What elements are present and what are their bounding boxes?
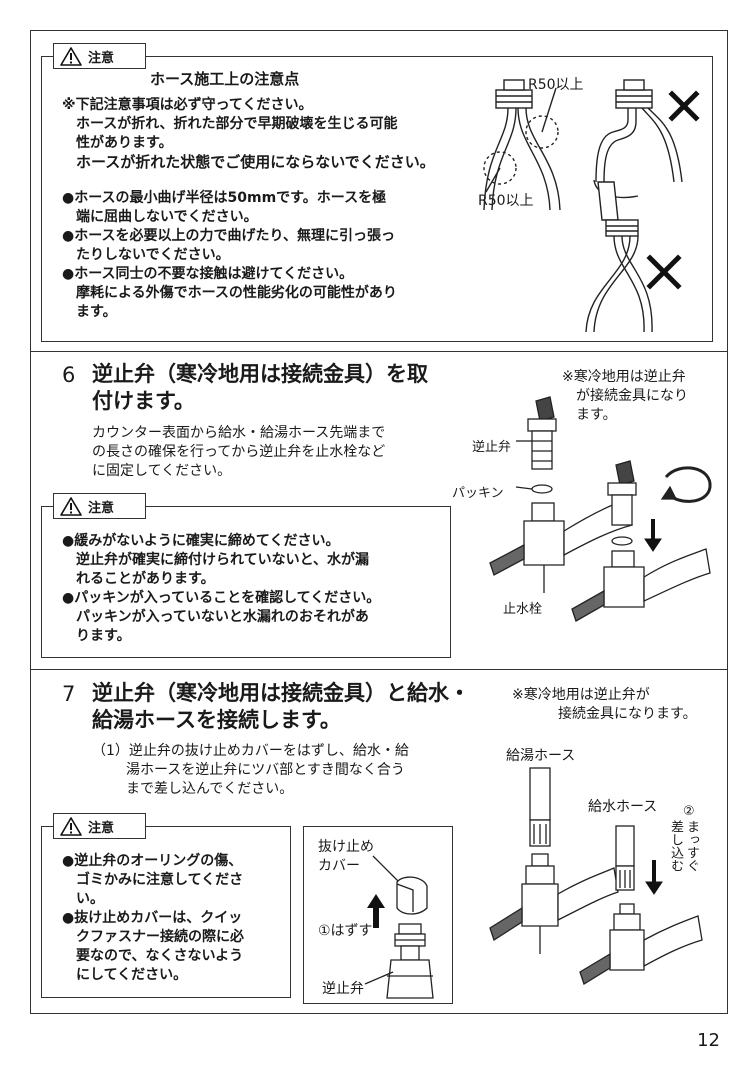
hose-note-emphasis: ホースが折れた状態でご使用にならないでください。 (76, 153, 435, 171)
hose-note-line: ※下記注意事項は必ず守ってください。 (62, 97, 313, 113)
step7-title: 給湯ホースを接続します。 (92, 708, 341, 732)
step7-caution-line: 要なので、なくさないよう (76, 948, 244, 964)
step7-number: 7 (62, 682, 76, 706)
step6-title: 逆止弁（寒冷地用は接続金具）を取 (92, 362, 428, 386)
step6-caution-box (41, 506, 451, 658)
hose-note-line: ホースが折れ、折れた部分で早期破壊を生じる可能 (76, 116, 398, 132)
hose-note-line: 性があります。 (76, 135, 173, 151)
step6-side-note: ます。 (576, 407, 617, 423)
insert-instruction: 差し込む (668, 820, 683, 872)
step6-side-note: ※寒冷地用は逆止弁 (562, 369, 686, 385)
step7-side-note: ※寒冷地用は逆止弁が (512, 687, 650, 703)
page-frame (30, 30, 728, 1014)
step7-title: 逆止弁（寒冷地用は接続金具）と給水・ (92, 681, 470, 705)
step7-caution-line: い。 (76, 891, 104, 907)
step6-caution-line: パッキンが入っていないと水漏れのおそれがあ (76, 609, 369, 625)
insert-step-number: ② (683, 804, 695, 819)
hose-bullet: 摩耗による外傷でホースの性能劣化の可能性があり (76, 285, 397, 301)
caution-label: 注意 (88, 500, 115, 516)
hose-connection-illustration (489, 767, 703, 985)
step6-caution-line: れることがあります。 (76, 571, 215, 587)
hose-bullet: 端に屈曲しないでください。 (76, 209, 258, 225)
label-packing: パッキン (452, 486, 504, 501)
label-check-valve: 逆止弁 (472, 440, 512, 455)
hose-bend-illustration (483, 79, 700, 333)
step7-sub-line: （1）逆止弁の抜け止めカバーをはずし、給水・給 (92, 743, 409, 759)
step6-caution-line: 逆止弁が確実に締付けられていないと、水が漏 (76, 552, 370, 568)
section-divider-1 (30, 351, 728, 352)
step7-sub-line: 湯ホースを逆止弁にツバ部とすき間なく合う (126, 762, 405, 778)
hose-bullet: ●ホース同士の不要な接触は避けてください。 (62, 266, 354, 282)
caution-tag: 注意 (53, 813, 146, 839)
hose-bullet: ●ホースの最小曲げ半径は50mmです。ホースを極 (62, 190, 387, 206)
step7-sub-line: まで差し込んでください。 (126, 781, 294, 797)
step7-caution-box (41, 826, 291, 998)
cover-removal-box (303, 826, 453, 1004)
cold-hose-label: 給水ホース (588, 799, 658, 815)
check-valve-label: 逆止弁 (322, 981, 364, 997)
r50-label-top: R50以上 (528, 77, 584, 93)
step6-body: に固定してください。 (92, 463, 232, 479)
cover-label: 抜け止め (318, 839, 374, 855)
hot-hose-label: 給湯ホース (506, 748, 576, 764)
section-divider-2 (30, 669, 728, 670)
hose-bullet: ●ホースを必要以上の力で曲げたり、無理に引っ張っ (62, 228, 395, 244)
insert-instruction: まっすぐ (684, 820, 699, 872)
step7-caution-line: にしてください。 (76, 967, 188, 983)
step6-side-note: が接続金具になり (576, 388, 688, 404)
step7-side-note: 接続金具になります。 (558, 706, 697, 722)
hose-bullet: たりしないでください。 (76, 247, 230, 263)
hose-title: ホース施工上の注意点 (150, 70, 300, 88)
cover-removal-illustration (364, 855, 434, 999)
remove-label: ①はずす (318, 923, 373, 939)
caution-label: 注意 (88, 50, 115, 66)
step6-body: カウンター表面から給水・給湯ホース先端まで (92, 425, 386, 441)
warning-icon (60, 496, 82, 516)
step7-caution-line: ゴミかみに注意してくださ (76, 872, 244, 888)
step6-number: 6 (62, 363, 76, 387)
page-number: 12 (697, 1030, 720, 1051)
step6-title: 付けます。 (92, 389, 195, 413)
caution-label: 注意 (88, 820, 115, 836)
step7-caution-line: ●逆止弁のオーリングの傷、 (62, 853, 243, 869)
label-stop-valve: 止水栓 (503, 602, 543, 617)
warning-icon (60, 816, 82, 836)
step6-caution-line: ります。 (76, 628, 131, 644)
step7-caution-line: ●抜け止めカバーは、クイッ (62, 910, 243, 926)
hose-caution-box (41, 56, 713, 342)
warning-icon (60, 46, 82, 66)
caution-tag: 注意 (53, 43, 146, 69)
check-valve-install-illustration (489, 396, 712, 622)
cover-label: カバー (318, 858, 360, 874)
step6-caution-line: ●緩みがないように確実に締めてください。 (62, 533, 340, 549)
step7-caution-line: クファスナー接続の際に必 (76, 929, 244, 945)
step6-caution-line: ●パッキンが入っていることを確認してください。 (62, 590, 381, 606)
step6-body: の長さの確保を行ってから逆止弁を止水栓など (92, 444, 386, 460)
hose-bullet: ます。 (76, 304, 117, 320)
caution-tag: 注意 (53, 493, 146, 519)
